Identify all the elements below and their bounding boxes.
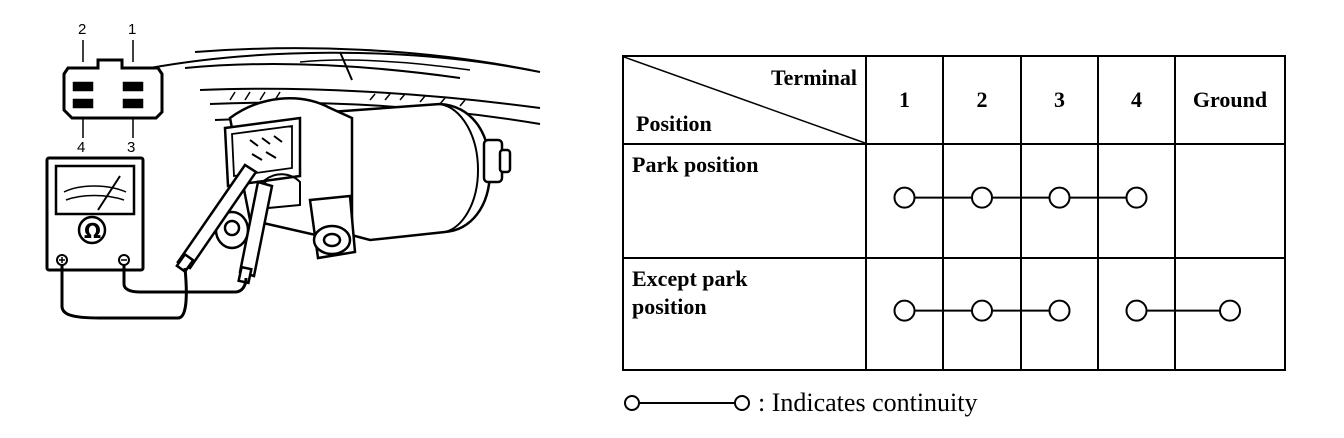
continuity-table-container: Terminal Position 1 2 3 4 Ground Park po…	[622, 55, 1286, 371]
pin-label-1: 1	[128, 21, 136, 38]
continuity-symbol	[624, 395, 750, 411]
row-label-park-position: Park position	[632, 152, 759, 177]
row-label-except-park-line-1: Except park	[632, 266, 748, 291]
table-cell	[865, 143, 944, 259]
pin-label-3: 3	[127, 139, 135, 156]
tester-probes	[175, 163, 274, 285]
connector-terminal-3	[122, 98, 144, 109]
position-header-label: Position	[636, 111, 712, 136]
table-cell	[1097, 143, 1176, 259]
table-header-row: Terminal Position 1 2 3 4 Ground	[622, 55, 1286, 145]
connector-terminal-4	[72, 98, 94, 109]
svg-text:Ω: Ω	[84, 219, 101, 243]
row-label-cell: Except park position	[622, 257, 867, 371]
table-row-except-park-position: Except park position	[622, 257, 1286, 371]
continuity-table: Terminal Position 1 2 3 4 Ground Park po…	[622, 55, 1286, 371]
pin-label-4: 4	[77, 139, 85, 156]
column-header-terminal-3: 3	[1020, 55, 1099, 145]
wiper-motor	[214, 97, 512, 260]
test-leads	[60, 265, 248, 320]
table-cell	[1174, 143, 1286, 259]
table-cell	[942, 143, 1022, 259]
header-diagonal-cell: Terminal Position	[622, 55, 867, 145]
column-header-terminal-2: 2	[942, 55, 1022, 145]
connector-body	[62, 58, 164, 120]
pin-label-2: 2	[78, 21, 86, 38]
row-label-except-park-line-2: position	[632, 294, 707, 319]
row-label-cell: Park position	[622, 143, 867, 259]
connector-terminal-2	[72, 81, 94, 92]
table-cell	[1020, 257, 1099, 371]
table-cell	[865, 257, 944, 371]
table-cell	[1097, 257, 1176, 371]
column-header-terminal-1: 1	[865, 55, 944, 145]
column-header-terminal-4: 4	[1097, 55, 1176, 145]
table-row-park-position: Park position	[622, 143, 1286, 259]
legend: : Indicates continuity	[622, 386, 978, 420]
table-cell	[942, 257, 1022, 371]
legend-text: : Indicates continuity	[758, 388, 978, 417]
terminal-header-label: Terminal	[771, 65, 857, 90]
diagonal-divider	[624, 57, 866, 143]
ohmmeter: Ω	[45, 156, 145, 272]
table-cell	[1174, 257, 1286, 371]
connector-diagram	[62, 40, 164, 138]
column-header-ground: Ground	[1174, 55, 1286, 145]
connector-terminal-1	[122, 81, 144, 92]
wiper-motor-illustration: 2 1 4 3	[45, 21, 541, 320]
table-cell	[1020, 143, 1099, 259]
